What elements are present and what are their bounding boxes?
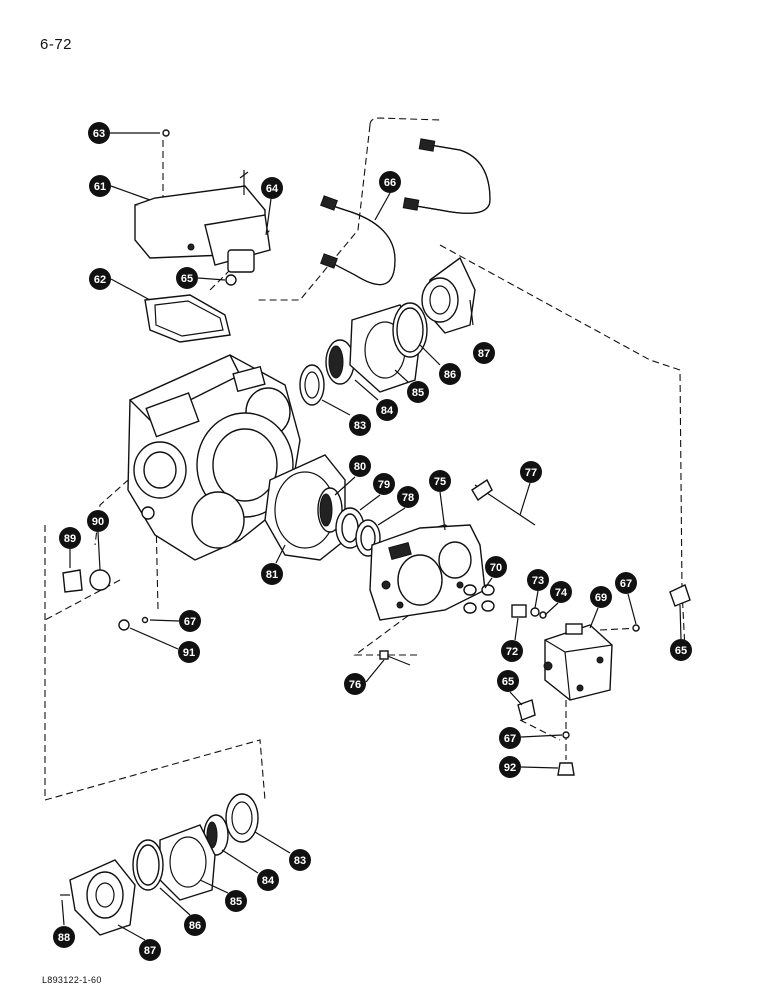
svg-text:65: 65 (181, 273, 193, 285)
callout-65-top: 65 (176, 267, 226, 289)
callout-70: 70 (484, 556, 507, 589)
svg-text:75: 75 (434, 476, 446, 488)
figure-reference-code: L893122-1-60 (42, 975, 102, 985)
valve-block (543, 623, 613, 701)
o-rings (463, 584, 495, 614)
svg-text:86: 86 (189, 920, 201, 932)
callout-78: 78 (377, 486, 419, 526)
page-number: 6-72 (40, 36, 73, 53)
callout-72: 72 (501, 617, 523, 662)
svg-text:84: 84 (381, 405, 394, 417)
callout-85-bottom: 85 (199, 879, 247, 912)
callout-85-top: 85 (394, 369, 429, 403)
callout-84-top: 84 (354, 379, 398, 421)
callout-66: 66 (374, 171, 401, 221)
callout-80: 80 (334, 455, 371, 496)
svg-text:81: 81 (266, 569, 278, 581)
callout-64: 64 (261, 177, 283, 236)
svg-text:80: 80 (354, 461, 366, 473)
upper-bearings-seals (299, 256, 476, 557)
callout-62: 62 (89, 268, 151, 301)
callout-77: 77 (519, 461, 542, 516)
svg-text:65: 65 (502, 676, 514, 688)
callout-67-right: 67 (615, 572, 637, 625)
svg-text:63: 63 (93, 128, 105, 140)
callout-91: 91 (129, 627, 200, 663)
svg-text:91: 91 (183, 647, 195, 659)
svg-text:87: 87 (478, 348, 490, 360)
callout-65-middle: 65 (497, 670, 523, 706)
callout-79: 79 (359, 473, 395, 511)
svg-text:73: 73 (532, 575, 544, 587)
svg-text:83: 83 (354, 420, 366, 432)
svg-text:85: 85 (412, 387, 424, 399)
pump-body (369, 524, 486, 621)
svg-text:85: 85 (230, 896, 242, 908)
callout-88: 88 (53, 899, 75, 948)
callout-75: 75 (429, 470, 451, 531)
svg-text:69: 69 (595, 592, 607, 604)
svg-text:64: 64 (266, 183, 279, 195)
svg-text:87: 87 (144, 945, 156, 957)
svg-text:67: 67 (504, 733, 516, 745)
callout-63: 63 (88, 122, 160, 144)
callout-balloons: 63 61 64 66 65 62 (53, 122, 692, 961)
callout-87-bottom: 87 (117, 924, 161, 961)
callout-86-bottom: 86 (159, 887, 206, 936)
callout-69: 69 (589, 586, 612, 629)
callout-73: 73 (527, 569, 549, 609)
callout-83-top: 83 (321, 399, 371, 436)
svg-text:78: 78 (402, 492, 414, 504)
callout-67-bottom: 67 (499, 727, 563, 749)
svg-text:72: 72 (506, 646, 518, 658)
gasket-plate (144, 294, 231, 343)
fittings (62, 129, 691, 776)
callout-90: 90 (87, 510, 109, 571)
sensor-valve-assembly (134, 170, 271, 286)
svg-text:76: 76 (349, 679, 361, 691)
svg-text:74: 74 (555, 587, 568, 599)
svg-text:86: 86 (444, 369, 456, 381)
hydraulic-hoses (320, 138, 491, 286)
bolts (379, 478, 536, 666)
svg-text:77: 77 (525, 467, 537, 479)
svg-text:67: 67 (184, 616, 196, 628)
svg-text:90: 90 (92, 516, 104, 528)
svg-text:61: 61 (94, 181, 106, 193)
callout-76: 76 (344, 659, 385, 695)
svg-text:67: 67 (620, 578, 632, 590)
transmission-housing (127, 354, 301, 561)
callout-65-right: 65 (670, 604, 692, 661)
callout-84-bottom: 84 (221, 849, 279, 891)
callout-87-top: 87 (469, 299, 495, 364)
callout-67-left: 67 (149, 610, 201, 632)
callout-89: 89 (59, 527, 81, 568)
callout-86-top: 86 (419, 344, 461, 385)
svg-text:79: 79 (378, 479, 390, 491)
callout-61: 61 (89, 175, 151, 201)
svg-text:70: 70 (490, 562, 502, 574)
callout-74: 74 (544, 581, 572, 616)
svg-text:83: 83 (294, 855, 306, 867)
callout-81: 81 (261, 544, 286, 585)
callout-92: 92 (499, 756, 559, 778)
callout-83-bottom: 83 (254, 831, 311, 871)
svg-text:92: 92 (504, 762, 516, 774)
svg-text:66: 66 (384, 177, 396, 189)
svg-text:65: 65 (675, 645, 687, 657)
lower-bearings-assembly (60, 793, 259, 936)
svg-text:89: 89 (64, 533, 76, 545)
svg-text:62: 62 (94, 274, 106, 286)
svg-text:88: 88 (58, 932, 70, 944)
svg-text:84: 84 (262, 875, 275, 887)
